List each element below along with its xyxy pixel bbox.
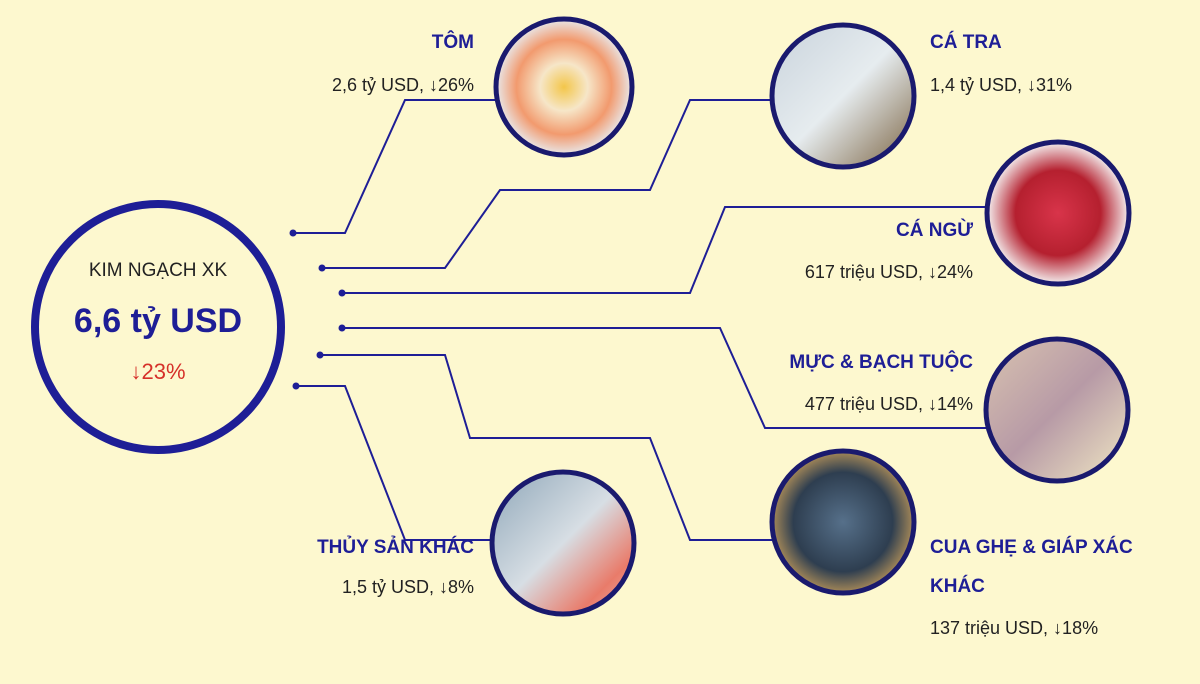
tuna-photo [984, 139, 1132, 287]
connector-ca-tra [322, 99, 775, 269]
item-name-ca-tra: CÁ TRA [930, 32, 1002, 53]
item-name-muc: MỰC & BẠCH TUỘC [789, 352, 973, 373]
item-value-ca-tra: 1,4 tỷ USD, ↓31% [930, 75, 1073, 95]
connector-dot [338, 289, 346, 297]
connector-dot [338, 324, 346, 332]
squid-photo [983, 336, 1131, 484]
item-value-tom: 2,6 tỷ USD, ↓26% [331, 75, 474, 95]
item-name-cua-line2: KHÁC [930, 576, 985, 597]
total-export-summary: KIM NGẠCH XK 6,6 tỷ USD ↓23% [33, 198, 283, 385]
connector-cua [320, 354, 775, 541]
center-circle [31, 200, 285, 454]
shrimp-photo [493, 16, 635, 158]
item-value-ca-ngu: 617 triệu USD, ↓24% [804, 262, 973, 282]
item-name-ca-ngu: CÁ NGỪ [896, 220, 973, 241]
item-value-muc: 477 triệu USD, ↓14% [804, 394, 973, 414]
item-name-cua-line1: CUA GHẸ & GIÁP XÁC [930, 537, 1133, 558]
connector-thuy-san-khac [296, 385, 490, 541]
fish-photo [489, 469, 637, 617]
item-name-thuy-san-khac: THỦY SẢN KHÁC [317, 537, 474, 558]
item-name-tom: TÔM [431, 32, 474, 53]
crab-photo [769, 448, 917, 596]
center-change: ↓23% [130, 359, 186, 384]
connector-muc [342, 327, 990, 429]
connector-dot [292, 382, 300, 390]
connector-dot [289, 229, 297, 237]
connector-dot [316, 351, 324, 359]
connector-ca-ngu [342, 206, 990, 294]
item-value-cua: 137 triệu USD, ↓18% [930, 618, 1099, 638]
connector-dot [318, 264, 326, 272]
connector-tom [293, 99, 500, 234]
center-label: KIM NGẠCH XK [88, 260, 228, 281]
pangasius-photo [769, 22, 917, 170]
center-value: 6,6 tỷ USD [73, 302, 243, 340]
item-value-thuy-san-khac: 1,5 tỷ USD, ↓8% [341, 577, 474, 597]
